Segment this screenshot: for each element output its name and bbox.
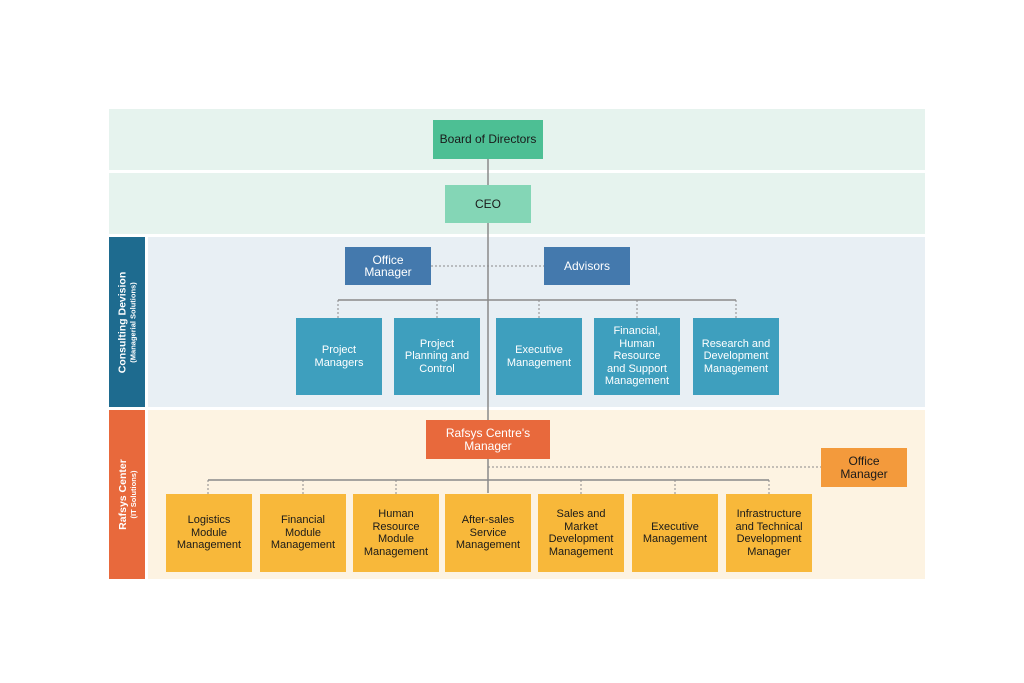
- consulting-unit-label: Project Planning and Control: [404, 337, 470, 375]
- advisors-box: Advisors: [544, 247, 630, 285]
- rafsys-manager-label: Rafsys Centre's Manager: [445, 426, 531, 453]
- rafsys-unit-label: After-sales Service Management: [455, 514, 521, 552]
- rafsys-unit-infrastructure: Infrastructure and Technical Development…: [726, 494, 812, 572]
- consulting-unit-label: Executive Management: [506, 344, 572, 369]
- rafsys-unit-financial-module: Financial Module Management: [260, 494, 346, 572]
- consulting-office-manager-box: Office Manager: [345, 247, 431, 285]
- advisors-label: Advisors: [563, 258, 610, 273]
- rafsys-unit-label: Human Resource Module Management: [363, 508, 429, 558]
- rafsys-manager-box: Rafsys Centre's Manager: [426, 420, 550, 459]
- rafsys-unit-label: Financial Module Management: [270, 514, 336, 552]
- rafsys-office-manager-box: Office Manager: [821, 448, 907, 487]
- consulting-unit-project-planning: Project Planning and Control: [394, 318, 480, 395]
- consulting-unit-research-development: Research and Development Management: [693, 318, 779, 395]
- rafsys-side-label: Rafsys Center (IT Solutions): [109, 410, 145, 579]
- board-of-directors-label: Board of Directors: [439, 132, 537, 147]
- rafsys-unit-sales-market: Sales and Market Development Management: [538, 494, 624, 572]
- rafsys-unit-label: Infrastructure and Technical Development…: [735, 508, 803, 558]
- rafsys-office-manager-label: Office Manager: [840, 454, 888, 481]
- consulting-unit-financial-hr-support: Financial, Human Resource and Support Ma…: [594, 318, 680, 395]
- consulting-office-manager-label: Office Manager: [364, 252, 412, 279]
- consulting-unit-executive-management: Executive Management: [496, 318, 582, 395]
- consulting-unit-label: Financial, Human Resource and Support Ma…: [604, 325, 670, 388]
- consulting-unit-label: Project Managers: [314, 344, 364, 369]
- rafsys-unit-label: Sales and Market Development Management: [548, 508, 614, 558]
- rafsys-unit-label: Logistics Module Management: [176, 514, 242, 552]
- ceo-label: CEO: [474, 196, 501, 211]
- consulting-side-label: Consulting Devision (Managerial Solution…: [109, 237, 145, 407]
- rafsys-unit-label: Executive Management: [642, 520, 708, 546]
- rafsys-unit-after-sales: After-sales Service Management: [445, 494, 531, 572]
- rafsys-unit-executive: Executive Management: [632, 494, 718, 572]
- consulting-unit-label: Research and Development Management: [701, 337, 771, 375]
- board-of-directors-box: Board of Directors: [433, 120, 543, 159]
- ceo-box: CEO: [445, 185, 531, 223]
- rafsys-unit-logistics: Logistics Module Management: [166, 494, 252, 572]
- rafsys-unit-hr-module: Human Resource Module Management: [353, 494, 439, 572]
- consulting-unit-project-managers: Project Managers: [296, 318, 382, 395]
